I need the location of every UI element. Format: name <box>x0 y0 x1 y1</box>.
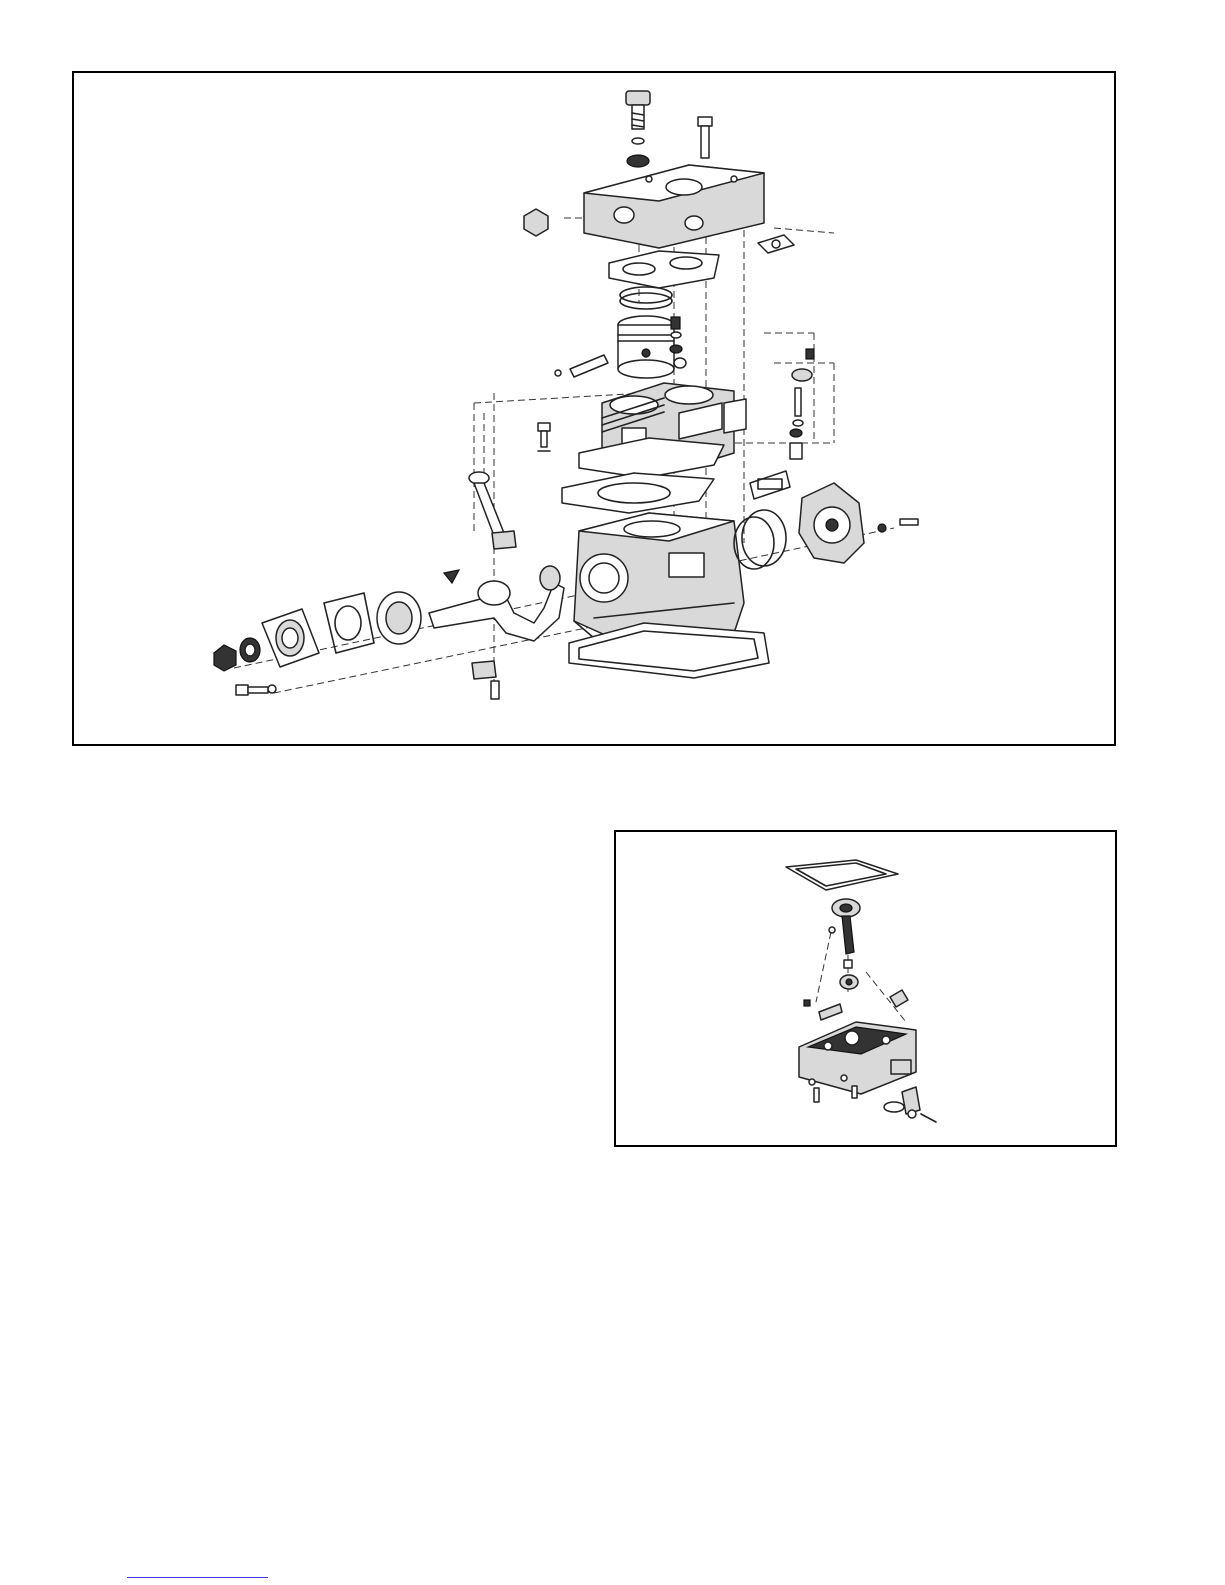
block-bolt <box>538 423 550 451</box>
block-flange <box>724 399 746 433</box>
cover-bolt <box>236 685 276 695</box>
inset-alignment-lines <box>816 922 906 1022</box>
front-bearing <box>377 592 421 644</box>
inset-rod-assembly <box>829 899 860 954</box>
cylinder-head-subassembly-drawing <box>616 832 1115 1145</box>
block-gaskets <box>562 438 724 513</box>
compressor-assembly-drawing <box>74 73 1114 744</box>
crank-nut <box>214 645 236 671</box>
cover-plate <box>750 471 790 499</box>
rear-nut-screw <box>878 519 918 532</box>
cylinder-head <box>584 165 764 248</box>
rear-end-cover <box>799 483 864 563</box>
inset-valve-parts <box>840 960 858 989</box>
inset-cylinder-head <box>799 1022 916 1094</box>
oil-seal <box>240 638 260 662</box>
inset-exploded-view-figure <box>614 830 1117 1147</box>
main-exploded-view-figure <box>72 71 1116 746</box>
footer-link-underline <box>127 1577 268 1578</box>
head-bolt <box>626 91 650 167</box>
wrist-pin <box>555 355 608 377</box>
piston <box>618 316 674 378</box>
inset-top-gasket <box>786 860 898 890</box>
unloader-stack <box>790 349 814 459</box>
pipe-plug <box>524 209 548 236</box>
front-end-cover <box>262 609 319 667</box>
piston-rings <box>620 287 672 309</box>
head-gasket <box>609 251 719 288</box>
flange-gasket <box>758 235 794 253</box>
long-bolt <box>698 117 712 158</box>
front-gasket <box>324 593 374 653</box>
crankshaft <box>429 566 564 641</box>
inset-side-fittings <box>804 990 908 1020</box>
